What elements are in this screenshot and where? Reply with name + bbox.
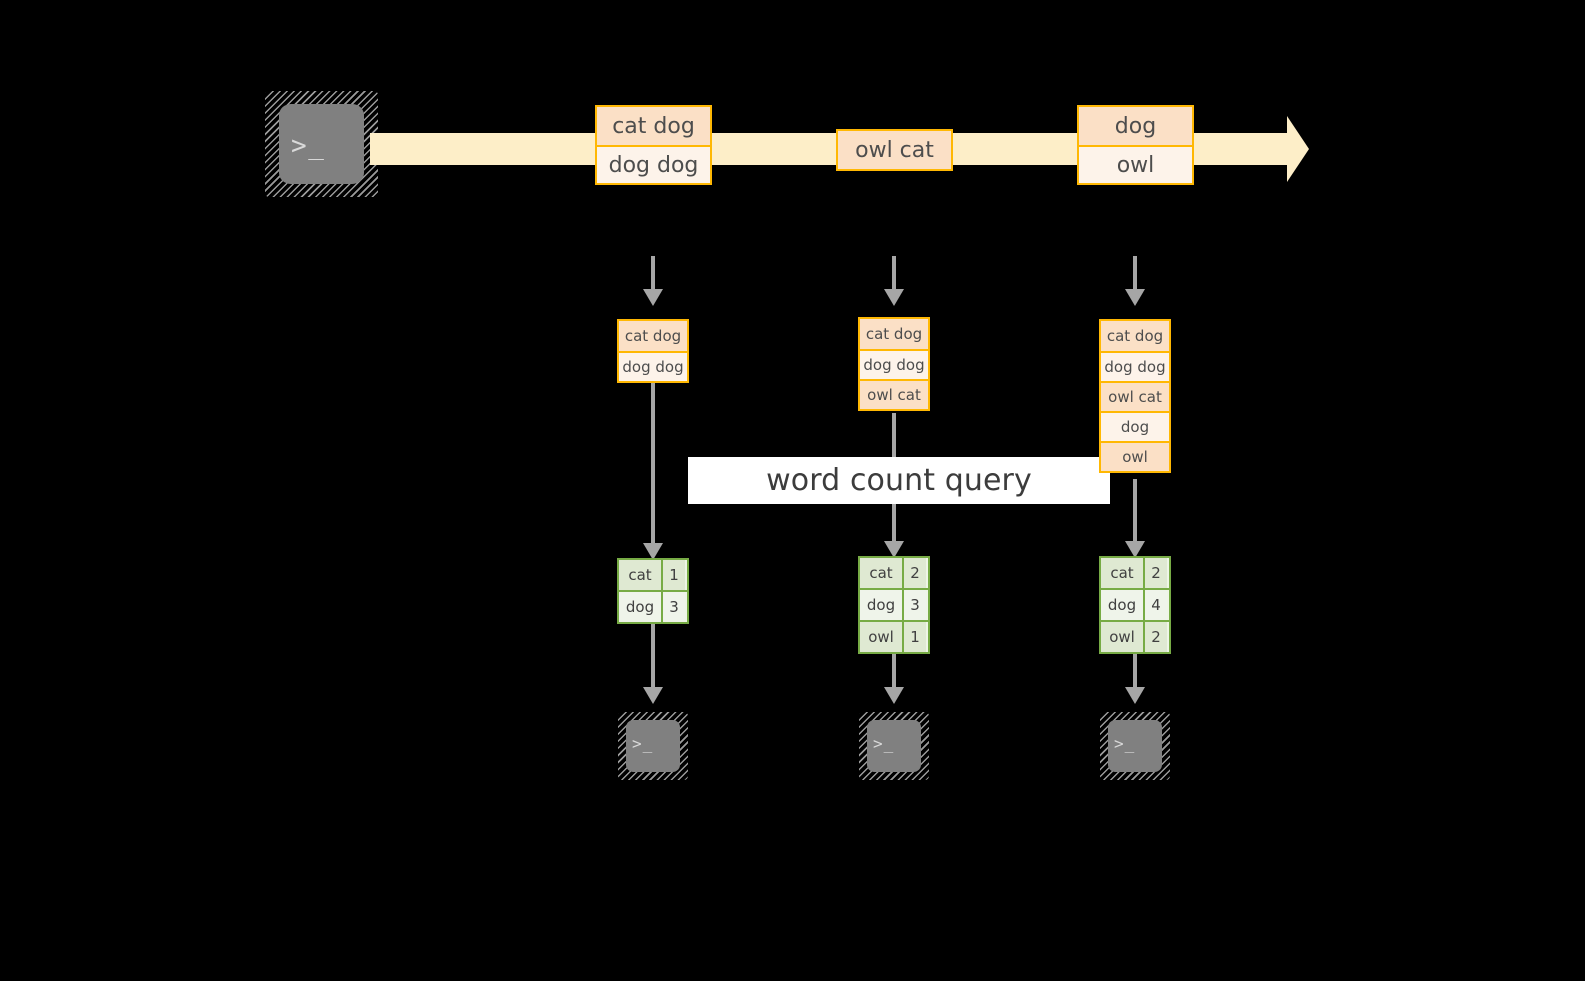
sink-connector-1-line <box>651 622 655 687</box>
query-label-text: word count query <box>766 463 1032 498</box>
query-connector-3-arrowhead <box>1125 541 1145 558</box>
result-word: dog <box>860 590 902 620</box>
feed-connector-1-arrowhead <box>643 289 663 306</box>
snapshot-2-input-row: cat dog <box>860 319 928 349</box>
query-connector-2-arrowhead <box>884 541 904 558</box>
terminal-prompt-glyph: >_ <box>873 734 895 753</box>
terminal-prompt-glyph: >_ <box>1114 734 1136 753</box>
result-word: cat <box>619 560 661 590</box>
snapshot-3-input-row: owl cat <box>1101 381 1169 411</box>
result-count: 3 <box>661 592 685 622</box>
snapshot-3-input-row: cat dog <box>1101 321 1169 351</box>
feed-connector-3-arrowhead <box>1125 289 1145 306</box>
stream-event-3-line-1: dog <box>1079 107 1192 145</box>
result-count: 2 <box>902 558 926 588</box>
snapshot-3-sink-terminal-icon[interactable]: >_ <box>1100 712 1170 780</box>
terminal-prompt-glyph: >_ <box>291 131 326 161</box>
query-connector-1-arrowhead <box>643 543 663 560</box>
table-row: owl 1 <box>860 620 928 652</box>
table-row: dog 3 <box>860 588 928 620</box>
snapshot-1-input-row: cat dog <box>619 321 687 351</box>
feed-connector-1-dash <box>651 256 655 289</box>
table-row: cat 2 <box>860 558 928 588</box>
stream-event-2-line-1: owl cat <box>838 131 951 169</box>
result-count: 4 <box>1143 590 1167 620</box>
stream-event-1-line-1: cat dog <box>597 107 710 145</box>
snapshot-3-result-table[interactable]: cat 2 dog 4 owl 2 <box>1099 556 1171 654</box>
feed-connector-3-dash <box>1133 256 1137 289</box>
result-word: dog <box>1101 590 1143 620</box>
result-word: dog <box>619 592 661 622</box>
snapshot-3-input-row: owl <box>1101 441 1169 471</box>
result-count: 2 <box>1143 558 1167 588</box>
snapshot-2-input-row: owl cat <box>860 379 928 409</box>
result-word: owl <box>1101 622 1143 652</box>
stream-event-1-line-2: dog dog <box>597 145 710 183</box>
result-word: owl <box>860 622 902 652</box>
snapshot-3-input-row: dog <box>1101 411 1169 441</box>
stream-event-3[interactable]: dog owl <box>1077 105 1194 185</box>
sink-connector-3-line <box>1133 652 1137 687</box>
result-word: cat <box>860 558 902 588</box>
table-row: dog 3 <box>619 590 687 622</box>
snapshot-2-input-row: dog dog <box>860 349 928 379</box>
terminal-body <box>279 104 364 184</box>
terminal-prompt-glyph: >_ <box>632 734 654 753</box>
result-word: cat <box>1101 558 1143 588</box>
table-row: dog 4 <box>1101 588 1169 620</box>
result-count: 1 <box>661 560 685 590</box>
snapshot-2-input-table[interactable]: cat dog dog dog owl cat <box>858 317 930 411</box>
query-connector-1-line <box>651 383 655 553</box>
sink-connector-3-arrowhead <box>1125 687 1145 704</box>
result-count: 2 <box>1143 622 1167 652</box>
table-row: owl 2 <box>1101 620 1169 652</box>
snapshot-2-sink-terminal-icon[interactable]: >_ <box>859 712 929 780</box>
query-connector-3-line <box>1133 479 1137 551</box>
terminal-body <box>626 720 680 772</box>
result-count: 3 <box>902 590 926 620</box>
stream-arrow-head <box>1287 116 1309 182</box>
feed-connector-2-arrowhead <box>884 289 904 306</box>
table-row: cat 2 <box>1101 558 1169 588</box>
snapshot-1-input-table[interactable]: cat dog dog dog <box>617 319 689 383</box>
snapshot-3-input-row: dog dog <box>1101 351 1169 381</box>
snapshot-1-input-row: dog dog <box>619 351 687 381</box>
sink-connector-2-arrowhead <box>884 687 904 704</box>
snapshot-1-sink-terminal-icon[interactable]: >_ <box>618 712 688 780</box>
source-terminal-icon[interactable]: >_ <box>265 91 378 197</box>
terminal-body <box>867 720 921 772</box>
table-row: cat 1 <box>619 560 687 590</box>
snapshot-3-input-table[interactable]: cat dog dog dog owl cat dog owl <box>1099 319 1171 473</box>
snapshot-2-result-table[interactable]: cat 2 dog 3 owl 1 <box>858 556 930 654</box>
terminal-body <box>1108 720 1162 772</box>
stream-event-2[interactable]: owl cat <box>836 129 953 171</box>
snapshot-1-result-table[interactable]: cat 1 dog 3 <box>617 558 689 624</box>
feed-connector-2-dash <box>892 256 896 289</box>
sink-connector-2-line <box>892 652 896 687</box>
result-count: 1 <box>902 622 926 652</box>
stream-event-3-line-2: owl <box>1079 145 1192 183</box>
stream-event-1[interactable]: cat dog dog dog <box>595 105 712 185</box>
sink-connector-1-arrowhead <box>643 687 663 704</box>
query-label-banner: word count query <box>688 457 1110 504</box>
